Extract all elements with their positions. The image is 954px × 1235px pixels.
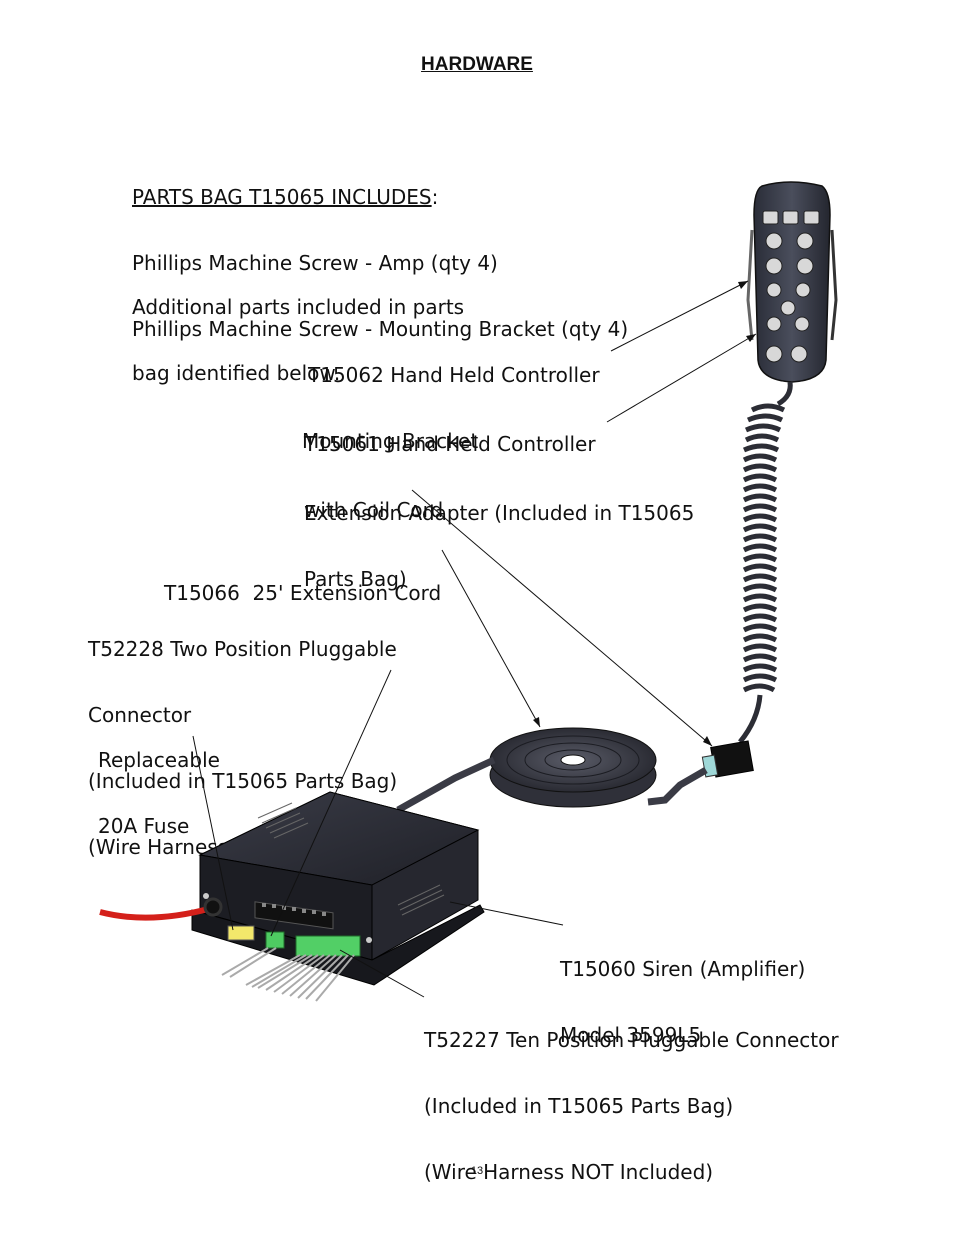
remote-button	[796, 232, 814, 250]
extension-cord	[396, 727, 708, 814]
siren-amplifier	[99, 791, 485, 1002]
leader-two-position	[270, 669, 392, 937]
leader-mounting-bracket	[610, 280, 749, 352]
mounting-screw	[203, 893, 209, 899]
fuse	[227, 925, 255, 941]
arrowhead	[746, 334, 756, 342]
parts-bag-title: PARTS BAG T15065 INCLUDES	[132, 185, 432, 209]
additional-parts-note: Additional parts included in parts bag i…	[132, 252, 464, 406]
callout-ten-position-connector: T52227 Ten Position Pluggable Connector …	[424, 985, 839, 1205]
page-heading: HARDWARE	[421, 54, 533, 75]
vent-slots	[257, 802, 445, 916]
remote-button	[766, 282, 782, 298]
callout-mounting-bracket: T15062 Hand Held Controller Mounting Bra…	[302, 320, 600, 474]
callout-mounting-bracket-line-2: Mounting Bracket	[302, 429, 479, 453]
power-grommet	[203, 897, 223, 917]
remote-button	[795, 282, 811, 298]
leader-adapter	[411, 489, 713, 747]
remote-button	[780, 300, 796, 316]
arrowhead	[738, 281, 748, 289]
extension-adapter	[701, 740, 754, 778]
remote-button	[765, 232, 783, 250]
callout-siren-line-2: Model 3599L5	[560, 1023, 702, 1047]
remote-button	[796, 257, 814, 275]
parts-bag-colon: :	[431, 185, 439, 209]
remote-button	[782, 210, 799, 225]
arrowhead	[703, 736, 712, 746]
parts-bag-item-bracket-screw: Phillips Machine Screw - Mounting Bracke…	[132, 317, 629, 341]
two-position-connector	[265, 931, 285, 949]
callout-siren-line-1: T15060 Siren (Amplifier)	[560, 957, 806, 981]
leader-siren	[449, 901, 564, 926]
callout-adapter-line-1: Extension Adapter (Included in T15065	[304, 501, 695, 525]
remote-button	[803, 210, 820, 225]
callout-fuse-line-2: 20A Fuse	[98, 814, 190, 838]
leader-ten-position	[339, 949, 425, 998]
remote-button	[762, 210, 779, 225]
additional-line-1: Additional parts included in parts	[132, 295, 465, 319]
parts-bag-list: PARTS BAG T15065 INCLUDES: Phillips Mach…	[132, 142, 628, 362]
callout-mounting-bracket-line-1: T15062 Hand Held Controller	[308, 363, 600, 387]
page-number: 13	[470, 1165, 484, 1177]
ten-position-connector	[295, 935, 361, 957]
additional-line-2: bag identified below.	[132, 361, 341, 385]
leader-arrowheads	[533, 281, 756, 746]
leader-extension-cord	[441, 549, 541, 728]
callout-controller-line-2: with Coil Cord	[304, 498, 444, 522]
callout-two-pos-line-2: Connector	[88, 703, 192, 727]
callout-fuse-line-1: Replaceable	[98, 748, 220, 772]
parts-bag-item-amp-screw: Phillips Machine Screw - Amp (qty 4)	[132, 251, 498, 275]
leader-controller	[606, 333, 757, 423]
remote-button	[790, 345, 808, 363]
callout-siren: T15060 Siren (Amplifier) Model 3599L5	[560, 914, 805, 1068]
callout-ten-pos-line-3: (Wire Harness NOT Included)	[424, 1160, 714, 1184]
power-wire	[99, 905, 213, 921]
callout-controller: T15061 Hand Held Controller with Coil Co…	[304, 389, 596, 543]
coil-cord	[738, 381, 793, 744]
callout-extension-cord-line-1: T15066 25' Extension Cord	[164, 581, 442, 605]
terminal-strip	[254, 901, 334, 930]
leader-lines	[192, 280, 757, 998]
remote-button	[765, 345, 783, 363]
callout-extension-adapter: Extension Adapter (Included in T15065 Pa…	[304, 458, 694, 612]
mounting-screw	[366, 937, 372, 943]
callout-fuse: Replaceable 20A Fuse	[98, 705, 220, 859]
wire-leads	[221, 947, 355, 1002]
remote-button	[766, 316, 782, 332]
hand-held-controller	[746, 181, 838, 383]
callout-ten-pos-line-1: T52227 Ten Position Pluggable Connector	[424, 1028, 839, 1052]
arrowhead	[533, 717, 540, 727]
callout-ten-pos-line-2: (Included in T15065 Parts Bag)	[424, 1094, 734, 1118]
callout-two-pos-line-1: T52228 Two Position Pluggable	[88, 637, 397, 661]
callout-controller-line-1: T15061 Hand Held Controller	[304, 432, 596, 456]
remote-button	[794, 316, 810, 332]
callout-extension-cord: T15066 25' Extension Cord	[164, 538, 441, 626]
callout-two-pos-line-3: (Included in T15065 Parts Bag)	[88, 769, 398, 793]
remote-button	[765, 257, 783, 275]
callout-adapter-line-2: Parts Bag)	[304, 567, 407, 591]
leader-fuse	[192, 735, 234, 931]
